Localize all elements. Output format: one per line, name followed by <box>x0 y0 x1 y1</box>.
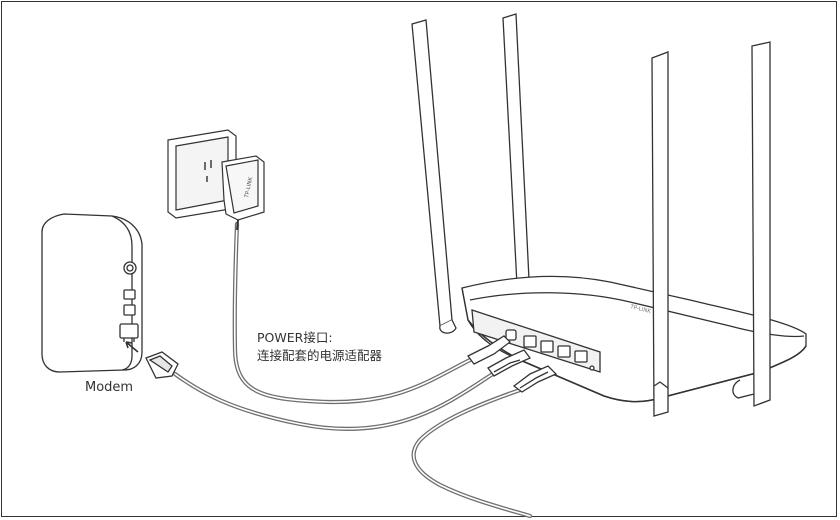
adapter-logo: TP-LINK <box>244 176 255 199</box>
port-lan-1 <box>540 340 554 353</box>
power-port-label: POWER接口: <box>257 330 333 345</box>
reset-button <box>589 365 595 371</box>
antenna-left <box>411 19 457 334</box>
antenna-front-center <box>651 51 669 417</box>
power-adapter: TP-LINK <box>167 129 265 231</box>
antenna-center-left <box>502 13 531 305</box>
port-lan-3 <box>574 350 588 363</box>
cables <box>172 221 533 519</box>
antenna-right <box>732 41 771 407</box>
router: TP-LINK <box>411 13 807 417</box>
modem-label: Modem <box>85 380 134 395</box>
port-power <box>505 329 517 341</box>
modem-port-small <box>123 289 136 300</box>
modem-arrow-icon <box>125 341 139 353</box>
power-plug <box>467 335 511 365</box>
modem <box>41 213 179 379</box>
power-port-description: 连接配套的电源适配器 <box>257 348 383 363</box>
port-wan <box>523 335 537 348</box>
router-ports <box>505 329 595 371</box>
port-lan-2 <box>557 345 571 358</box>
router-logo: TP-LINK <box>629 304 652 315</box>
modem-lan-port <box>119 323 139 339</box>
